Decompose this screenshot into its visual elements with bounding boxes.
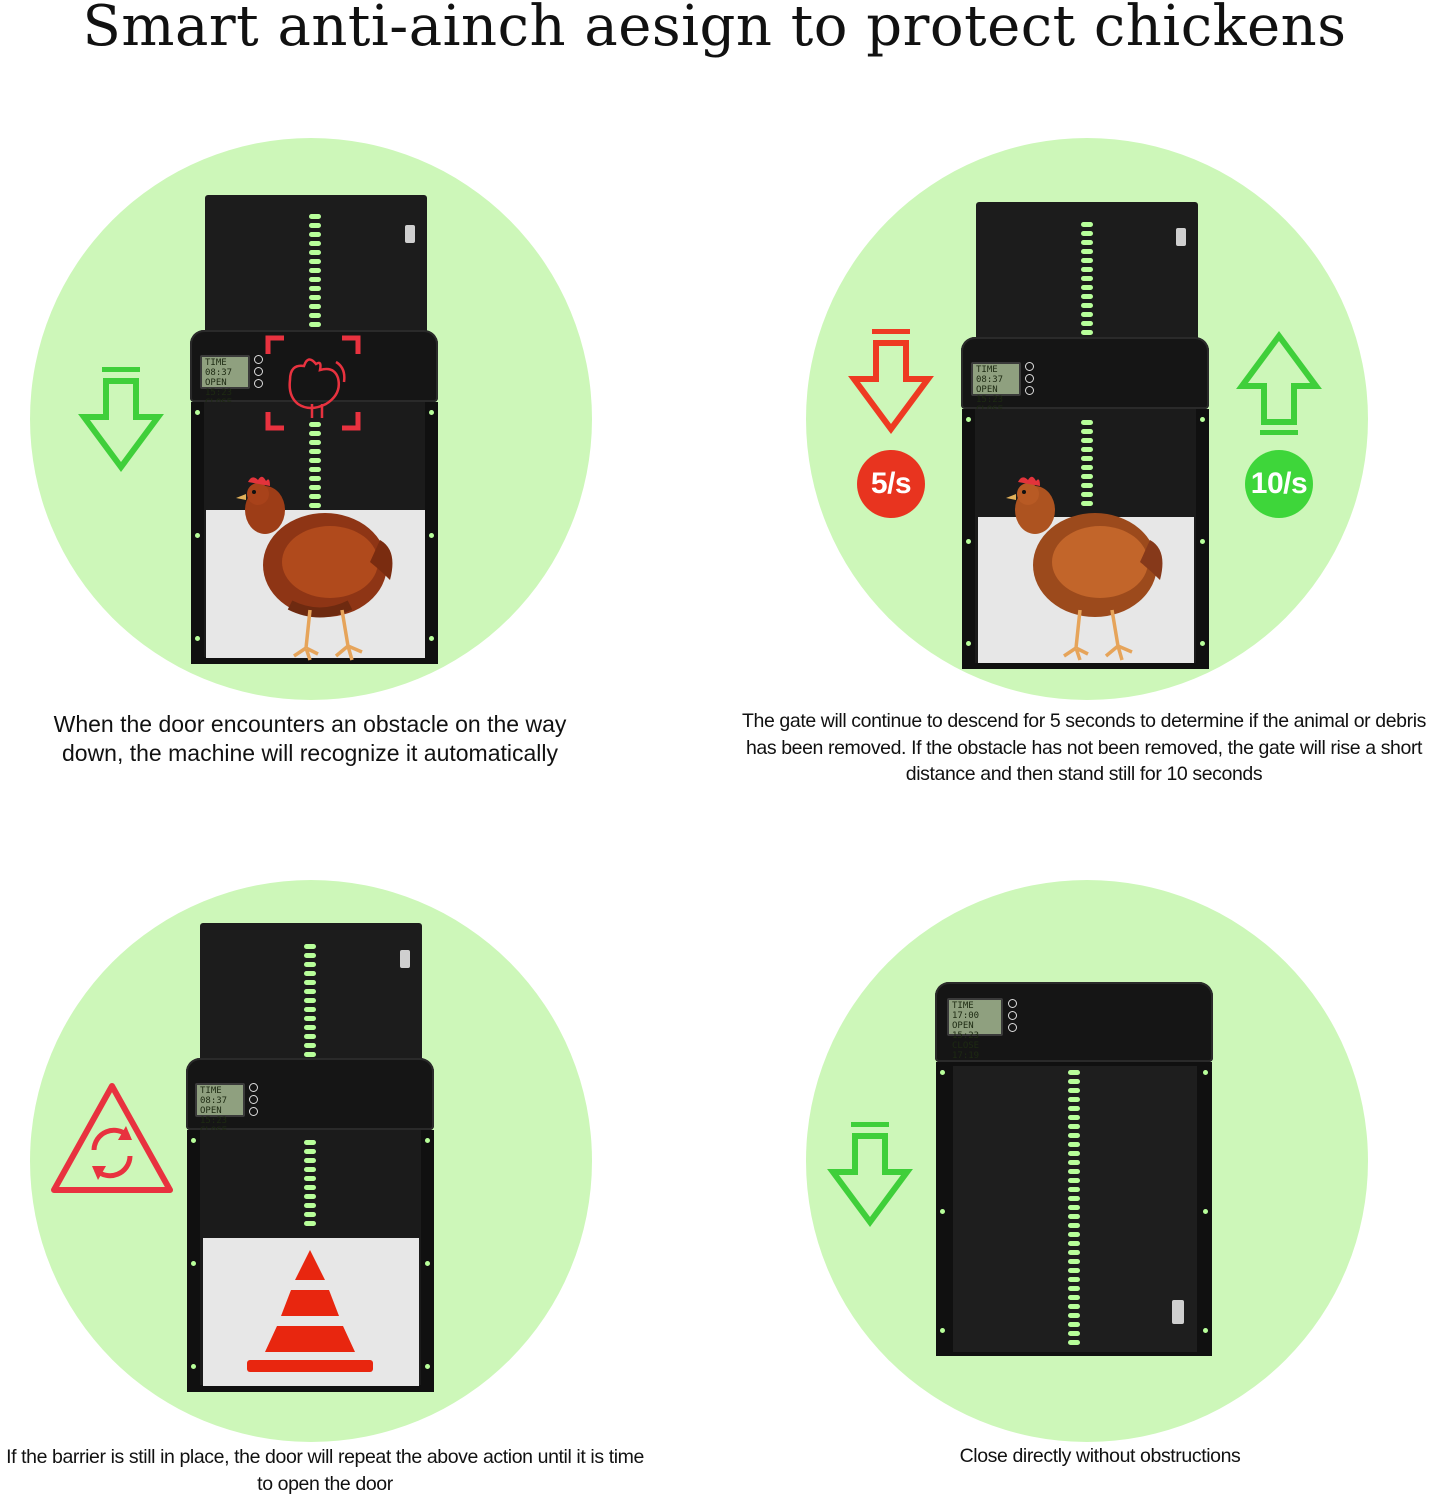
frame-led-dot — [425, 1364, 430, 1369]
frame-led-dot — [429, 533, 434, 538]
door-led-strip — [1081, 420, 1093, 506]
up-arrow-icon — [1236, 330, 1322, 435]
repeat-warning-icon — [51, 1083, 173, 1193]
door-latch-icon — [1172, 1300, 1184, 1324]
control-buttons — [249, 1083, 259, 1119]
frame-led-dot — [195, 410, 200, 415]
up-speed-badge: 10/s — [1245, 450, 1313, 518]
chicken-scan-icon — [265, 335, 361, 431]
door-led-strip — [309, 422, 321, 508]
frame-led-dot — [966, 539, 971, 544]
frame-led-dot — [1200, 539, 1205, 544]
door-led-strip — [309, 214, 321, 336]
page-title: Smart anti-ainch aesign to protect chick… — [82, 0, 1347, 59]
door-latch-icon — [405, 225, 415, 243]
frame-led-dot — [1203, 1209, 1208, 1214]
frame-led-dot — [429, 410, 434, 415]
control-buttons — [254, 355, 264, 391]
frame-led-dot — [429, 636, 434, 641]
panel-caption: Close directly without obstructions — [959, 1445, 1241, 1467]
door-led-strip — [1068, 1070, 1080, 1345]
door-led-strip — [304, 944, 316, 1057]
frame-led-dot — [195, 636, 200, 641]
frame-led-dot — [1200, 417, 1205, 422]
down-arrow-icon — [78, 367, 164, 473]
frame-led-dot — [966, 417, 971, 422]
frame-led-dot — [191, 1261, 196, 1266]
down-arrow-icon — [827, 1122, 913, 1228]
down-speed-badge: 5/s — [857, 450, 925, 518]
chicken-icon — [236, 476, 393, 661]
door-latch-icon — [400, 950, 410, 968]
frame-led-dot — [425, 1138, 430, 1143]
frame-led-dot — [425, 1261, 430, 1266]
panel-caption: If the barrier is still in place, the do… — [6, 1446, 644, 1495]
panel-caption: When the door encounters an obstacle on … — [53, 711, 567, 767]
down-arrow-icon — [848, 329, 934, 435]
frame-led-dot — [191, 1138, 196, 1143]
door-latch-icon — [1176, 228, 1186, 246]
frame-led-dot — [940, 1328, 945, 1333]
control-buttons — [1008, 999, 1018, 1035]
frame-led-dot — [966, 641, 971, 646]
frame-led-dot — [1203, 1328, 1208, 1333]
chicken-icon — [1006, 476, 1163, 661]
frame-led-dot — [940, 1070, 945, 1075]
traffic-cone-icon — [247, 1250, 373, 1372]
frame-led-dot — [1203, 1070, 1208, 1075]
frame-led-dot — [1200, 641, 1205, 646]
door-led-strip — [304, 1140, 316, 1226]
frame-led-dot — [191, 1364, 196, 1369]
control-buttons — [1025, 362, 1035, 398]
frame-led-dot — [195, 533, 200, 538]
door-led-strip — [1081, 222, 1093, 335]
frame-led-dot — [940, 1209, 945, 1214]
panel-caption: The gate will continue to descend for 5 … — [742, 710, 1426, 786]
